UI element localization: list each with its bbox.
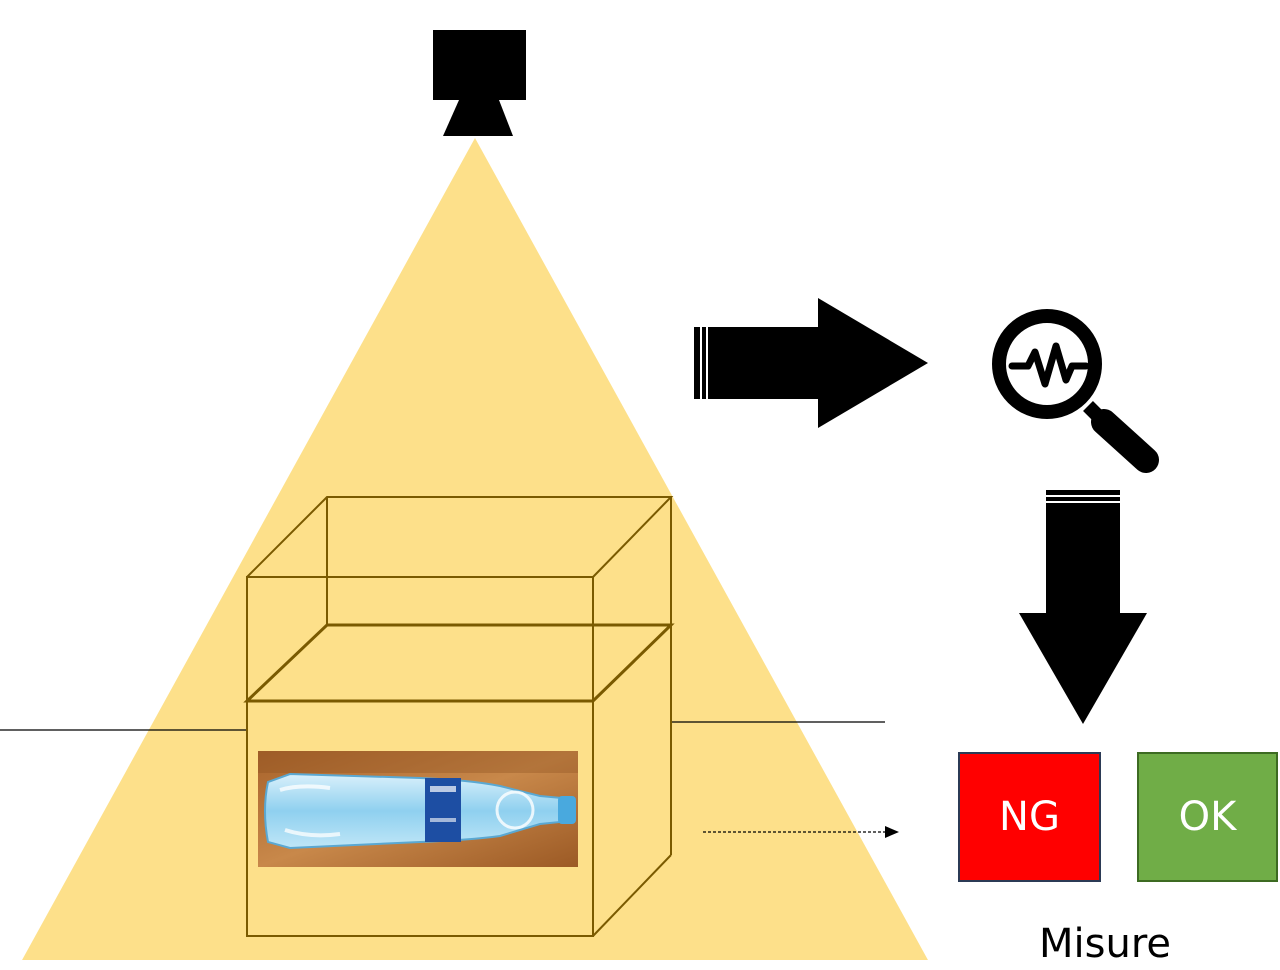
light-cone bbox=[22, 138, 928, 960]
magnifier-waveform-icon bbox=[992, 309, 1159, 473]
bottle-photo bbox=[258, 751, 578, 867]
box-mid-plane bbox=[243, 623, 675, 703]
arrow-down-icon bbox=[1019, 490, 1147, 724]
measurements-caption: Misure bbox=[1039, 921, 1171, 967]
dashed-arrow-head bbox=[885, 826, 899, 838]
inspection-box bbox=[243, 496, 675, 937]
camera-icon bbox=[433, 30, 526, 136]
ng-result-box: NG bbox=[958, 752, 1101, 882]
box-bottom-edge bbox=[592, 854, 672, 937]
arrow-right-icon bbox=[694, 298, 928, 428]
box-back-top bbox=[246, 496, 674, 578]
ok-label: OK bbox=[1178, 794, 1237, 840]
ok-result-box: OK bbox=[1137, 752, 1278, 882]
ng-label: NG bbox=[999, 794, 1060, 840]
